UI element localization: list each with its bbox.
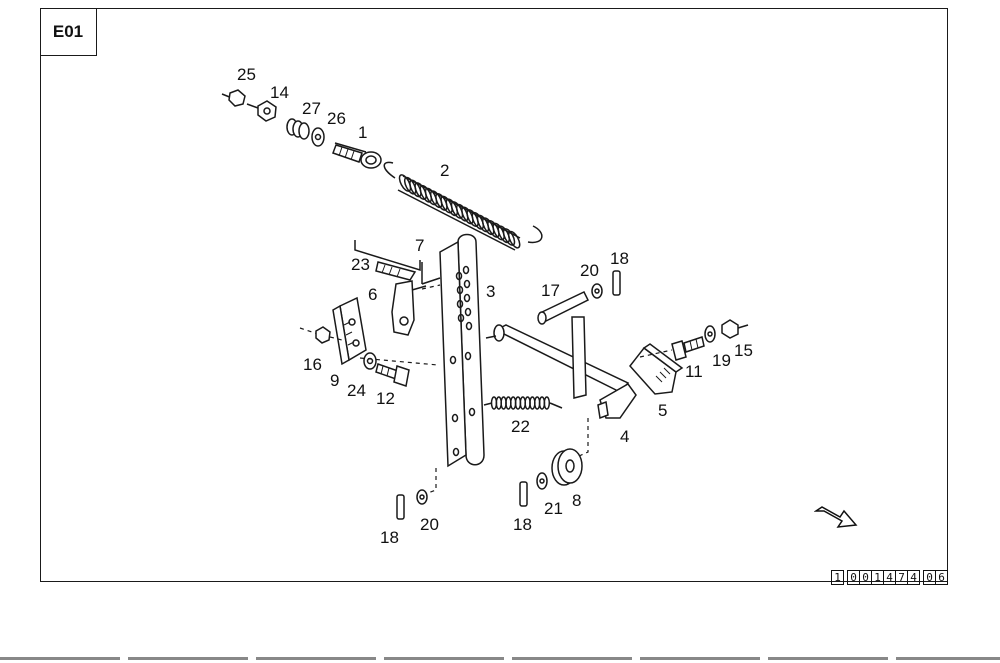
callout-24: 24 bbox=[347, 381, 366, 400]
pad-5 bbox=[629, 343, 684, 395]
bar-hole bbox=[465, 321, 473, 331]
spring-coil bbox=[507, 230, 521, 249]
callout-20-top: 20 bbox=[580, 261, 599, 280]
bar-hole bbox=[449, 355, 457, 365]
callout-18-left: 18 bbox=[380, 528, 399, 547]
washer-24 bbox=[363, 352, 377, 370]
bar-hole bbox=[456, 299, 464, 309]
nut-15 bbox=[721, 319, 749, 339]
callout-17: 17 bbox=[541, 281, 560, 300]
eye-bolt-1 bbox=[332, 142, 382, 169]
drawing-frame bbox=[40, 8, 948, 582]
pawl-6 bbox=[391, 280, 427, 336]
direction-arrow-icon bbox=[814, 506, 858, 528]
callout-15: 15 bbox=[734, 341, 753, 360]
callout-16: 16 bbox=[303, 355, 322, 374]
tension-spring-2 bbox=[383, 161, 543, 251]
callout-22: 22 bbox=[511, 417, 530, 436]
bolt-12 bbox=[359, 357, 439, 387]
nut-14 bbox=[246, 100, 277, 122]
bar-hole bbox=[451, 413, 459, 423]
callout-18-bottom: 18 bbox=[513, 515, 532, 534]
latch-assembly-23 bbox=[354, 240, 421, 281]
washer-20-top bbox=[591, 283, 603, 299]
callout-3: 3 bbox=[486, 282, 495, 301]
bar-hole bbox=[468, 407, 476, 417]
bar-hole bbox=[455, 271, 463, 281]
callout-9: 9 bbox=[330, 371, 339, 390]
nut-16 bbox=[299, 326, 343, 344]
bar-hole bbox=[452, 447, 460, 457]
callout-4: 4 bbox=[620, 427, 629, 446]
return-spring-22 bbox=[483, 396, 563, 410]
bar-hole bbox=[457, 313, 465, 323]
nut-25 bbox=[221, 89, 246, 107]
spring-washer-27 bbox=[286, 118, 310, 140]
callout-26: 26 bbox=[327, 109, 346, 128]
callout-27: 27 bbox=[302, 99, 321, 118]
washer-20-left bbox=[416, 489, 428, 505]
doc-digit: 1 bbox=[831, 570, 844, 585]
washer-19 bbox=[704, 325, 716, 343]
doc-digit: 4 bbox=[907, 570, 920, 585]
bolt-11 bbox=[639, 336, 705, 361]
rod-lever-4 bbox=[485, 316, 637, 420]
roller-8 bbox=[551, 448, 583, 486]
callout-23: 23 bbox=[351, 255, 370, 274]
pin-7 bbox=[421, 262, 441, 285]
callout-20-left: 20 bbox=[420, 515, 439, 534]
washer-21 bbox=[536, 472, 548, 490]
pin-18-bottom bbox=[519, 481, 528, 507]
pin-18-left bbox=[396, 494, 405, 520]
callout-21: 21 bbox=[544, 499, 563, 518]
callout-14: 14 bbox=[270, 83, 289, 102]
bar-hole bbox=[463, 279, 471, 289]
bar-hole bbox=[456, 285, 464, 295]
adjusting-bar-3 bbox=[421, 233, 485, 468]
spring-coil bbox=[543, 396, 551, 410]
callout-19: 19 bbox=[712, 351, 731, 370]
callout-5: 5 bbox=[658, 401, 667, 420]
callout-1: 1 bbox=[358, 123, 367, 142]
washer-26 bbox=[311, 127, 325, 147]
bar-hole bbox=[463, 293, 471, 303]
bar-hole bbox=[464, 307, 472, 317]
bar-hole bbox=[464, 351, 472, 361]
callout-6: 6 bbox=[368, 285, 377, 304]
callout-11: 11 bbox=[685, 362, 703, 381]
scan-edge bbox=[0, 657, 1000, 660]
callout-12: 12 bbox=[376, 389, 395, 408]
bar-hole bbox=[462, 265, 470, 275]
callout-7: 7 bbox=[415, 236, 424, 255]
pin-18-top bbox=[612, 270, 621, 296]
callout-2: 2 bbox=[440, 161, 449, 180]
mounting-plate-9 bbox=[332, 296, 367, 366]
callout-18-top: 18 bbox=[610, 249, 629, 268]
section-tag: E01 bbox=[40, 8, 97, 56]
callout-25: 25 bbox=[237, 65, 256, 84]
pin-17 bbox=[537, 291, 590, 325]
doc-digit: 6 bbox=[935, 570, 948, 585]
document-number: 1 0 0 1 4 7 4 0 6 bbox=[831, 570, 948, 585]
callout-8: 8 bbox=[572, 491, 581, 510]
